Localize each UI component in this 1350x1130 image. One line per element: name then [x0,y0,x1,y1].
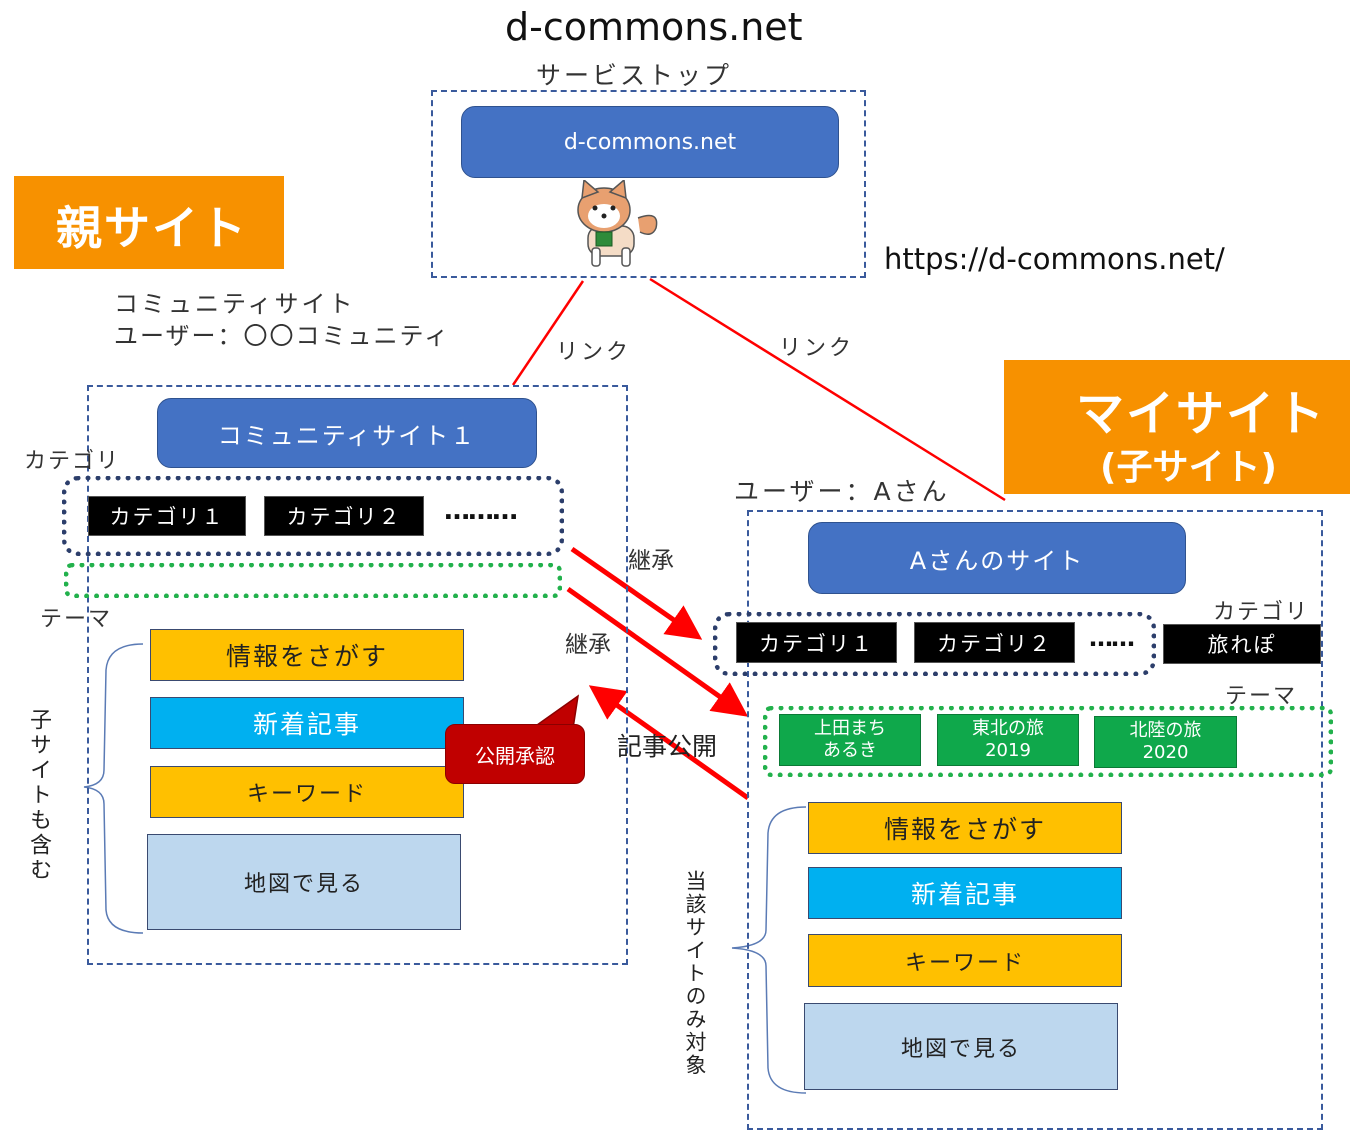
parent-category-1[interactable]: カテゴリ１ [88,496,246,536]
inherit-arrow-2 [566,586,749,717]
page-title: d-commons.net [505,5,803,49]
mascot-dog-icon [577,180,658,267]
child-badge-line1: マイサイト [1076,386,1327,442]
parent-menu-new-articles[interactable]: 新着記事 [150,697,464,749]
parent-side-note: 子サイトも含む [26,708,51,883]
child-category-extra[interactable]: 旅れぽ [1163,624,1321,664]
child-theme-1-line2: あるき [823,740,877,761]
parent-site-frame [87,385,628,965]
child-category-2[interactable]: カテゴリ２ [914,622,1075,663]
child-menu-map[interactable]: 地図で見る [804,1003,1118,1090]
child-theme-1[interactable]: 上田まち あるき [779,714,921,766]
service-top-frame [431,90,866,278]
parent-site-badge: 親サイト [14,176,284,269]
child-category-group [713,612,1156,676]
parent-menu-map[interactable]: 地図で見る [147,834,461,930]
parent-category-label: カテゴリ [24,449,121,474]
child-user-label: ユーザー：Aさん [734,477,950,506]
parent-category-group [62,476,564,556]
parent-menu-search[interactable]: 情報をさがす [150,629,464,681]
approval-callout: 公開承認 [445,724,585,784]
brace-left [83,643,144,934]
child-category-1[interactable]: カテゴリ１ [736,622,897,663]
child-theme-3[interactable]: 北陸の旅 2020 [1094,716,1237,768]
child-theme-group [763,706,1333,777]
top-site-box[interactable]: d-commons.net [461,106,839,178]
child-theme-2[interactable]: 東北の旅 2019 [937,714,1079,766]
child-theme-2-line2: 2019 [985,740,1031,761]
child-theme-3-line2: 2020 [1142,742,1189,763]
child-theme-2-line1: 東北の旅 [972,718,1044,739]
publish-arrow [588,685,750,801]
parent-menu-keyword[interactable]: キーワード [150,766,464,818]
link-line-left [511,280,585,386]
child-category-more: …… [1089,624,1135,652]
parent-desc-line1: コミュニティサイト [114,290,356,318]
child-menu-search[interactable]: 情報をさがす [808,802,1122,854]
parent-desc-line2: ユーザー：〇〇コミュニティ [114,322,451,350]
child-theme-1-line1: 上田まち [814,718,886,739]
parent-category-2[interactable]: カテゴリ２ [264,496,424,536]
parent-theme-label: テーマ [40,607,113,632]
child-site-name[interactable]: Aさんのサイト [808,522,1186,594]
child-menu-new-articles[interactable]: 新着記事 [808,867,1122,919]
link-label-left: リンク [556,340,632,365]
parent-category-more: ……… [444,496,518,526]
publish-label: 記事公開 [617,732,718,761]
child-theme-label: テーマ [1225,684,1298,709]
link-label-right: リンク [779,336,855,361]
site-url[interactable]: https://d-commons.net/ [884,242,1225,276]
child-theme-3-line1: 北陸の旅 [1129,720,1202,741]
child-menu-keyword[interactable]: キーワード [808,934,1122,987]
link-line-right [649,277,1006,502]
parent-site-badge-label: 親サイト [56,201,248,255]
parent-site-name[interactable]: コミュニティサイト１ [157,398,537,468]
inherit-label-1: 継承 [628,548,674,574]
service-top-label: サービストップ [536,61,733,90]
inherit-arrow-1 [570,546,703,640]
parent-theme-group [64,563,562,598]
inherit-label-2: 継承 [565,632,611,658]
child-site-badge: マイサイト (子サイト) [1004,360,1350,494]
child-badge-line2: (子サイト) [1100,447,1277,488]
child-category-label: カテゴリ [1213,600,1310,625]
child-side-note: 当該サイトのみ対象 [683,870,707,1077]
brace-right [731,806,807,1094]
